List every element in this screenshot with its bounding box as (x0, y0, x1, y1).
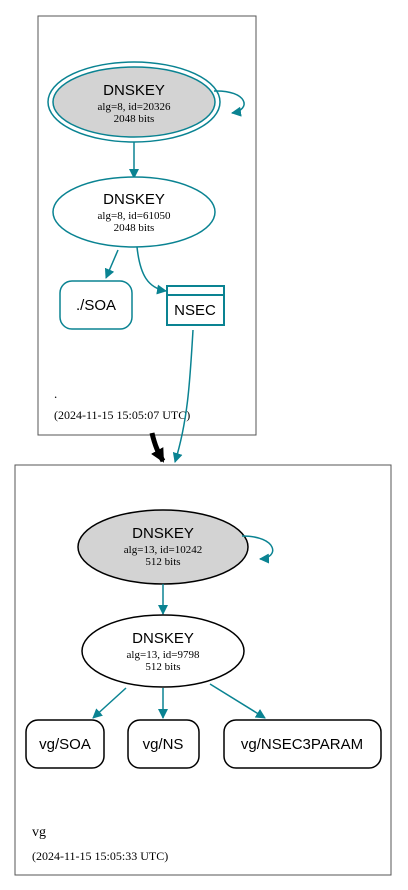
rrset-label: vg/NSEC3PARAM (241, 736, 363, 753)
edge-vg-zsk-to-nsec3param (209, 683, 266, 719)
nsec-label: NSEC (174, 302, 216, 319)
rrset-node-vg-ns: vg/NS (127, 719, 200, 769)
rrset-box (25, 719, 105, 769)
zsk-ellipse (81, 614, 245, 688)
dnskey-title: DNSKEY (103, 191, 165, 208)
rrset-node-root-soa: ./SOA (59, 280, 133, 330)
dnskey-alg: alg=8, id=20326 (98, 101, 171, 113)
zone-timestamp: (2024-11-15 15:05:33 UTC) (32, 849, 168, 863)
dnskey-node-vg-ksk: DNSKEY alg=13, id=10242 512 bits (77, 509, 249, 585)
dnskey-node-root-zsk: DNSKEY alg=8, id=61050 2048 bits (52, 176, 216, 248)
self-signature-arrow-root-ksk (213, 90, 245, 117)
edge-root-zsk-to-soa (104, 249, 119, 279)
dnskey-title: DNSKEY (132, 630, 194, 647)
dnskey-alg: alg=13, id=10242 (124, 544, 202, 556)
edge-root-zsk-to-nsec (136, 246, 167, 295)
zone-name-label: . (54, 386, 57, 401)
rrset-box (127, 719, 200, 769)
rrset-label: ./SOA (76, 297, 116, 314)
rrset-box (223, 719, 382, 769)
edge-nsec-to-vg-zone (172, 329, 194, 463)
dnskey-alg: alg=13, id=9798 (127, 649, 200, 661)
nsec-box (166, 285, 225, 326)
zone-border-root (37, 15, 257, 436)
dnskey-bits: 512 bits (145, 661, 180, 673)
dnskey-bits: 2048 bits (114, 113, 155, 125)
dnskey-title: DNSKEY (132, 525, 194, 542)
delegation-arrow (149, 432, 166, 463)
nsec-node-root: NSEC (166, 285, 225, 326)
zone-cluster-root: DNSKEY alg=8, id=20326 2048 bits DNSKEY … (37, 15, 257, 436)
rrset-label: vg/SOA (39, 736, 91, 753)
rrset-label: vg/NS (143, 736, 184, 753)
dnskey-alg: alg=8, id=61050 (98, 210, 171, 222)
zone-timestamp: (2024-11-15 15:05:07 UTC) (54, 408, 190, 422)
dnskey-bits: 2048 bits (114, 222, 155, 234)
dnskey-title: DNSKEY (103, 82, 165, 99)
rrset-box (59, 280, 133, 330)
self-signature-arrow-vg-ksk (241, 535, 274, 564)
rrset-node-vg-nsec3param: vg/NSEC3PARAM (223, 719, 382, 769)
zone-cluster-vg: DNSKEY alg=13, id=10242 512 bits DNSKEY … (14, 464, 392, 876)
zone-name-label: vg (32, 825, 46, 840)
ksk-inner-ring (52, 66, 216, 138)
dnskey-node-root-ksk: DNSKEY alg=8, id=20326 2048 bits (47, 61, 221, 143)
edge-vg-zsk-to-soa (92, 687, 127, 719)
zone-border-vg (14, 464, 392, 876)
zsk-ellipse (52, 176, 216, 248)
dnskey-bits: 512 bits (145, 556, 180, 568)
rrset-node-vg-soa: vg/SOA (25, 719, 105, 769)
dnskey-node-vg-zsk: DNSKEY alg=13, id=9798 512 bits (81, 614, 245, 688)
